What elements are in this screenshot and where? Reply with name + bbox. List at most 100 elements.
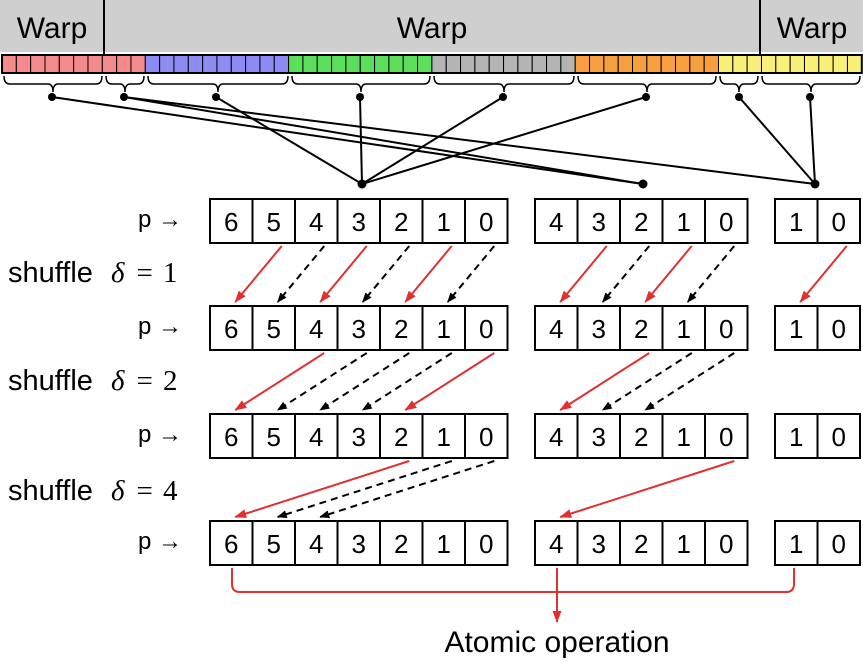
warp-underbrace	[577, 75, 717, 93]
lane-cell	[464, 305, 509, 351]
lane-cell	[534, 520, 579, 566]
lane-cell	[421, 198, 466, 244]
thread-strip	[1, 54, 863, 74]
lane-cell	[619, 198, 664, 244]
warp-header: Warp Warp Warp	[0, 0, 863, 55]
shuffle-arrows	[234, 245, 848, 519]
row-label: p →	[138, 206, 182, 233]
lane-value: 2	[394, 314, 408, 344]
thread-cell	[474, 54, 490, 74]
thread-cell	[202, 54, 218, 74]
lane-value: 2	[634, 529, 648, 559]
lane-value: 4	[549, 314, 563, 344]
atomic-operation-label: Atomic operation	[444, 626, 669, 659]
shuffle-arrow-red	[559, 352, 650, 411]
shuffle-word: shuffle	[8, 475, 93, 507]
atomic-bracket: Atomic operation	[231, 568, 795, 659]
delta-symbol: δ	[111, 257, 125, 289]
lane-value: 4	[309, 207, 323, 237]
thread-cell	[302, 54, 318, 74]
thread-cell	[288, 54, 304, 74]
thread-cell	[846, 54, 863, 74]
thread-cell	[603, 54, 619, 74]
lane-value: 1	[677, 207, 691, 237]
mapping-line	[361, 96, 504, 185]
lane-value: 0	[832, 207, 846, 237]
shuffle-arrow-dashed	[319, 352, 410, 411]
lane-value: 0	[719, 207, 733, 237]
row-label: p →	[138, 421, 182, 448]
lane-value: 3	[352, 422, 366, 452]
thread-cell	[15, 54, 32, 74]
thread-cell	[531, 54, 548, 74]
shuffle-step-label: shuffle δ = 2	[8, 365, 177, 397]
thread-cell	[216, 54, 232, 74]
lane-value: 5	[267, 422, 281, 452]
warp-label: Warp	[17, 12, 88, 45]
thread-cell	[617, 54, 634, 74]
lane-cell	[251, 413, 296, 459]
thread-cell	[818, 54, 834, 74]
lane-cell	[661, 305, 706, 351]
thread-cell	[789, 54, 805, 74]
warp-underbrace	[291, 75, 431, 93]
lane-cell	[816, 520, 861, 566]
lane-cell	[661, 520, 706, 566]
thread-cell	[345, 54, 361, 74]
lane-value: 4	[309, 529, 323, 559]
lane-value: 2	[634, 207, 648, 237]
thread-cell	[331, 54, 347, 74]
lane-value: 6	[224, 314, 238, 344]
lane-value: 2	[634, 314, 648, 344]
shuffle-delta-value: 1	[163, 257, 178, 289]
lane-value: 2	[394, 422, 408, 452]
lane-value: 5	[267, 207, 281, 237]
thread-cell	[689, 54, 705, 74]
thread-strip-border	[1, 54, 863, 74]
lane-cell	[294, 520, 339, 566]
warp-label: Warp	[397, 12, 468, 45]
thread-cell	[73, 54, 89, 74]
lane-value: 0	[479, 207, 493, 237]
shuffle-arrow-dashed	[601, 245, 651, 303]
lane-value: 2	[394, 207, 408, 237]
lane-value: 4	[549, 207, 563, 237]
lane-cell	[704, 198, 749, 244]
shuffle-arrow-red	[559, 245, 608, 303]
lane-cell	[704, 413, 749, 459]
lane-cell	[294, 305, 339, 351]
mapping-line	[359, 96, 363, 185]
lane-cell	[421, 520, 466, 566]
thread-cell	[718, 54, 734, 74]
lane-cell	[661, 198, 706, 244]
lane-cell	[464, 198, 509, 244]
lane-value: 0	[479, 314, 493, 344]
lane-value: 1	[677, 422, 691, 452]
shuffle-arrow-red	[404, 245, 453, 303]
lane-cell	[816, 198, 861, 244]
lane-cell	[379, 413, 424, 459]
thread-cell	[259, 54, 275, 74]
thread-cell	[460, 54, 476, 74]
lane-value: 3	[352, 207, 366, 237]
thread-cell	[503, 54, 519, 74]
lane-cell	[774, 305, 819, 351]
thread-cell	[760, 54, 777, 74]
lane-value: 0	[832, 314, 846, 344]
shuffle-step-label: shuffle δ = 4	[8, 475, 178, 507]
lane-value: 1	[677, 314, 691, 344]
shuffle-step-label: shuffle δ = 1	[8, 257, 177, 289]
thread-cell	[646, 54, 662, 74]
thread-cell	[30, 54, 46, 74]
thread-cell	[116, 54, 132, 74]
thread-cell	[101, 54, 118, 74]
equals-sign: =	[137, 365, 153, 397]
shuffle-arrow-red	[404, 352, 495, 411]
shuffle-arrow-red	[559, 460, 735, 518]
warp-underbrace	[719, 75, 759, 93]
thread-cell	[775, 54, 791, 74]
shuffle-arrow-red	[799, 245, 848, 303]
lane-cell	[704, 520, 749, 566]
warp-label: Warp	[777, 12, 848, 45]
thread-cell	[832, 54, 848, 74]
